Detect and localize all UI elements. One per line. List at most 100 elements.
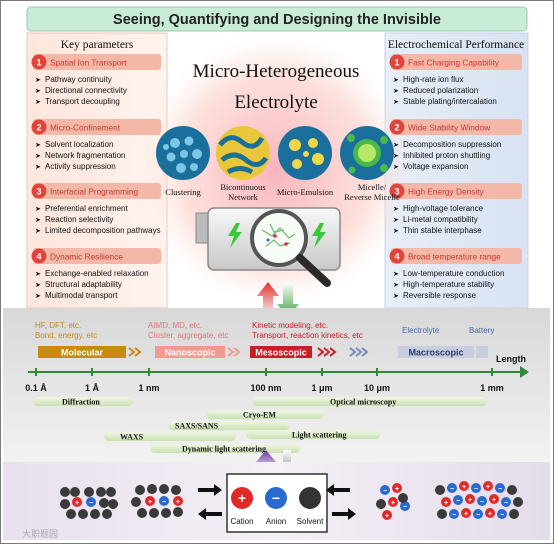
method-nanoscopic-line2: Cluster, aggregate, etc: [148, 331, 229, 340]
ion-charge-symbol: −: [452, 512, 456, 519]
technique-bar: [246, 430, 380, 439]
right-bullet-icon: ➤: [393, 142, 399, 149]
right-section-number-badge: [389, 183, 405, 199]
solvent-label: Solvent: [297, 517, 324, 526]
level-bar-molecular: [38, 346, 126, 358]
morphology-microemulsion: [278, 126, 332, 180]
solvent-icon: [108, 499, 118, 509]
right-section-header: [391, 119, 522, 135]
left-section-header: [33, 119, 161, 135]
left-bullet-item: Multimodal transport: [45, 291, 118, 300]
morph-label-clustering: Clustering: [165, 187, 201, 197]
right-section-number: 2: [394, 123, 399, 133]
solvent-icon: [78, 509, 88, 519]
left-bullet-icon: ➤: [35, 293, 41, 300]
left-section-number: 1: [36, 58, 41, 68]
ion-charge-symbol: −: [450, 486, 454, 493]
left-bullet-icon: ➤: [35, 164, 41, 171]
center-title-line1: Micro-Heterogeneous: [193, 61, 360, 82]
right-section-number: 3: [394, 187, 399, 197]
technique-bar: [104, 432, 236, 441]
ion-charge-symbol: +: [492, 497, 496, 504]
solvent-icon: [376, 499, 386, 509]
ion-charge-symbol: −: [89, 500, 93, 507]
anion-icon: [159, 496, 169, 506]
left-bullet-item: Pathway continuity: [45, 75, 112, 84]
anion-icon: [495, 483, 505, 493]
right-heading: Electrochemical Performance: [388, 39, 524, 51]
anion-icon: [449, 509, 459, 519]
left-bullet-icon: ➤: [35, 77, 41, 84]
solvent-icon: [398, 493, 408, 503]
right-section-number-badge: [389, 248, 405, 264]
cation-symbol: +: [238, 490, 246, 506]
morphology-micelle: [340, 126, 394, 180]
right-section-header: [391, 54, 522, 70]
technique-label: WAXS: [120, 433, 144, 442]
technique-bar: [150, 444, 300, 453]
anion-icon: [501, 497, 511, 507]
cation-icon: [485, 508, 495, 518]
cation-icon: [441, 497, 451, 507]
axis-tick-label: 10 μm: [364, 383, 390, 393]
axis-tick-label: 1 μm: [311, 383, 332, 393]
morph-label-microemulsion: Micro-Emulsion: [277, 187, 334, 197]
left-bullet-icon: ➤: [35, 282, 41, 289]
technique-label: Optical microscopy: [330, 398, 396, 407]
anion-icon: [447, 483, 457, 493]
ion-charge-symbol: −: [498, 486, 502, 493]
ion-charge-symbol: −: [383, 488, 387, 495]
axis-tick-label: 1 Å: [85, 383, 100, 393]
right-section-number: 1: [394, 58, 399, 68]
cation-icon: [72, 497, 82, 507]
cation-icon: [392, 483, 402, 493]
left-bullet-item: Reaction selectivity: [45, 215, 113, 224]
axis-tick-label: 1 mm: [480, 383, 504, 393]
level-bar-mesoscopic: [250, 346, 312, 358]
right-bullet-item: Decomposition suppression: [403, 140, 501, 149]
anion-icon: [453, 495, 463, 505]
left-section-header: [33, 183, 161, 199]
center-title-line2: Electrolyte: [234, 92, 317, 113]
solvent-icon: [102, 509, 112, 519]
left-section-title: Interfacial Programming: [50, 187, 138, 197]
left-bullet-icon: ➤: [35, 153, 41, 160]
left-heading: Key parameters: [61, 39, 134, 51]
length-label: Length: [496, 354, 526, 364]
arrow-up-red: [257, 282, 279, 318]
method-nanoscopic-line1: AIMD, MD, etc.: [148, 321, 202, 330]
solvent-icon: [131, 497, 141, 507]
right-bullet-icon: ➤: [393, 153, 399, 160]
left-bullet-icon: ➤: [35, 228, 41, 235]
arrow-left-icon: [198, 508, 222, 520]
technique-label: Cryo-EM: [243, 411, 276, 420]
level-label-macroscopic: Macroscopic: [408, 348, 463, 358]
level-bar-battery: [476, 346, 488, 358]
left-bullet-item: Preferential enrichment: [45, 204, 128, 213]
left-bullet-item: Network fragmentation: [45, 151, 125, 160]
solvent-icon: [513, 497, 523, 507]
method-electrolyte: Electrolyte: [402, 326, 440, 335]
anion-icon: [400, 501, 410, 511]
right-bullet-item: Thin stable interphase: [403, 226, 482, 235]
chevrons-macroscopic: [349, 347, 369, 357]
solvent-icon: [70, 487, 80, 497]
ion-charge-symbol: +: [75, 500, 79, 507]
level-label-mesoscopic: Mesoscopic: [255, 348, 307, 358]
left-section-number: 2: [36, 123, 41, 133]
level-bar-macroscopic: [398, 346, 474, 358]
ion-charge-symbol: −: [162, 499, 166, 506]
ion-cluster-3: −++−+: [376, 483, 410, 520]
morph-label-micelle: Micelle/Reverse Micelle: [344, 182, 400, 202]
ion-charge-symbol: −: [456, 498, 460, 505]
cation-icon: [465, 494, 475, 504]
solvent-icon: [149, 508, 159, 518]
left-bullet-item: Transport decoupling: [45, 97, 120, 106]
ion-cluster-4: −+−+−+−+−+−−+−+−: [435, 481, 523, 519]
solvent-icon: [99, 498, 109, 508]
left-bullet-icon: ➤: [35, 142, 41, 149]
axis-tick-label: 1 nm: [138, 383, 159, 393]
